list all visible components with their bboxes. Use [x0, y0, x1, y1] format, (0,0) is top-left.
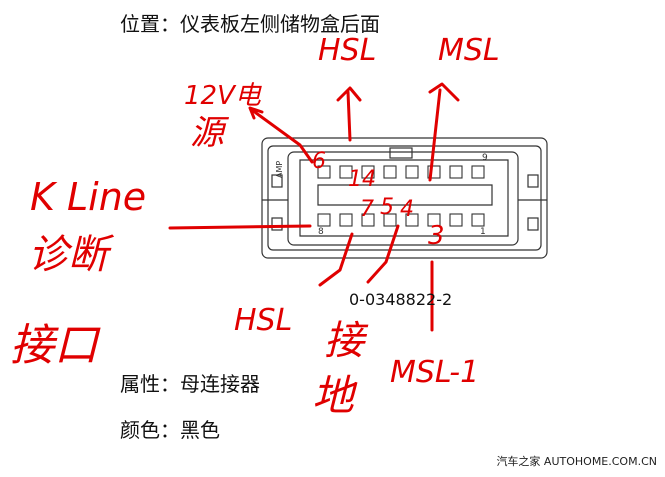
- color-label: 颜色：黑色: [120, 414, 220, 443]
- watermark: 汽车之家 AUTOHOME.COM.CN: [496, 455, 657, 468]
- pin-slot: [471, 213, 485, 227]
- connector-housing: [261, 137, 548, 259]
- msl-label: MSL: [438, 33, 500, 68]
- pin-slot: [471, 165, 485, 179]
- pin-slot: [383, 165, 397, 179]
- pin-slot: [317, 213, 331, 227]
- amp-brand-mark: AMP: [275, 161, 284, 178]
- pin-slot: [427, 213, 441, 227]
- pin-slot: [449, 165, 463, 179]
- ground-line: [366, 224, 400, 284]
- handwritten-labels: HSL MSL 12V电 源 6 14 K Line 诊断 接口 7 5 4 3…: [10, 33, 500, 420]
- kline-pointer: [168, 224, 312, 230]
- pin6-label: 6: [312, 149, 326, 174]
- hsl-label: HSL: [318, 33, 376, 68]
- hsl-low-line: [318, 232, 354, 287]
- pin14-label: 14: [348, 167, 376, 192]
- pin-slot: [339, 165, 353, 179]
- ground-label: 地: [312, 371, 358, 420]
- pin-number-8: 8: [318, 227, 324, 237]
- kline-label: 接口: [10, 320, 101, 371]
- kline-label: 诊断: [28, 232, 115, 278]
- power-label: 源: [190, 113, 230, 153]
- pin-number-9: 9: [482, 153, 488, 163]
- annotation-strokes: [168, 82, 460, 332]
- ground-label: 接: [324, 318, 369, 364]
- pin-slot: [449, 213, 463, 227]
- msl-arrow: [428, 82, 460, 182]
- kline-label: K Line: [30, 175, 146, 219]
- power-label: 12V电: [184, 81, 262, 111]
- hsl-low-label: HSL: [234, 303, 292, 338]
- pin3-label: 3: [428, 221, 445, 251]
- pin-slot: [339, 213, 353, 227]
- pin7-label: 7: [360, 197, 374, 222]
- pin-slot: [361, 165, 375, 179]
- attribute-label: 属性：母连接器: [120, 372, 260, 396]
- pin-number-1: 1: [480, 227, 486, 237]
- power-arrow: [248, 106, 314, 164]
- pin4-label: 4: [400, 197, 414, 222]
- pin-slot: [427, 165, 441, 179]
- color-value: 黑色: [180, 418, 220, 442]
- pin-slot: [317, 165, 331, 179]
- msl-low-label: MSL-1: [390, 355, 479, 390]
- pin-slot: [405, 213, 419, 227]
- pin-slot: [405, 165, 419, 179]
- pin-slot: [361, 213, 375, 227]
- pin-row-top: [317, 165, 485, 179]
- pin-row-bottom: [317, 213, 485, 227]
- pin5-label: 5: [380, 195, 394, 220]
- hsl-arrow: [336, 86, 362, 142]
- pin-slot: [383, 213, 397, 227]
- part-number: 0-0348822-2: [349, 290, 453, 309]
- color-label-prefix: 颜色：: [120, 418, 180, 442]
- location-label: 位置：仪表板左侧储物盒后面: [120, 12, 380, 36]
